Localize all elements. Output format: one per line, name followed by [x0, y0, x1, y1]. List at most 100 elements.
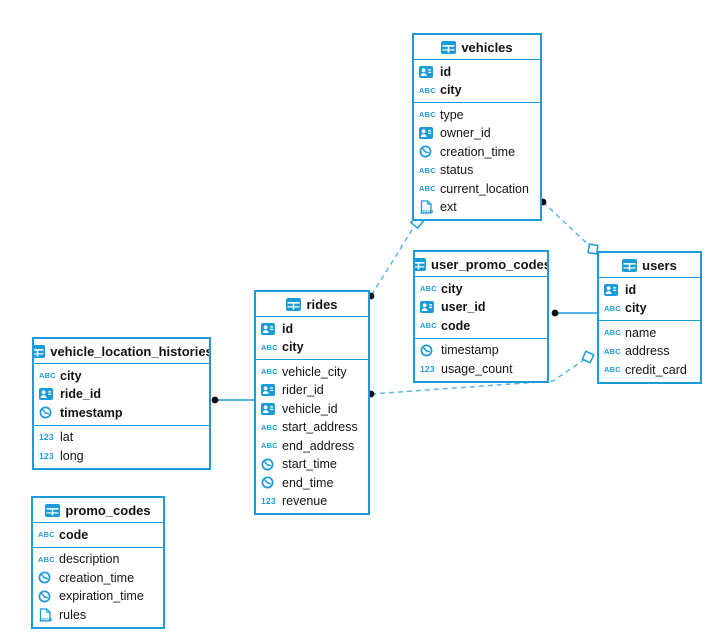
- string-type-icon: ABC: [420, 321, 437, 331]
- column-row-user_id: user_id: [415, 298, 547, 317]
- column-row-rules: JSON rules: [33, 606, 163, 625]
- column-name: rules: [59, 607, 87, 622]
- table-header: rides: [256, 292, 368, 317]
- column-row-start_time: start_time: [256, 455, 368, 474]
- table-icon: [286, 297, 302, 311]
- table-name: rides: [306, 296, 338, 312]
- number-type-icon: 123: [39, 432, 54, 443]
- string-type-icon: ABC: [419, 85, 436, 95]
- string-type-icon: ABC: [38, 530, 55, 540]
- table-header: promo_codes: [33, 498, 163, 523]
- table-name: user_promo_codes: [431, 256, 547, 272]
- clock-icon: [420, 344, 437, 357]
- person-id-icon: [420, 301, 437, 314]
- column-row-id: id: [256, 320, 368, 339]
- column-row-rider_id: rider_id: [256, 381, 368, 400]
- column-row-id: id: [599, 281, 700, 300]
- number-type-icon: 123: [39, 450, 54, 461]
- string-type-icon: ABC: [604, 365, 621, 375]
- column-name: code: [441, 318, 471, 333]
- column-name: start_time: [282, 457, 337, 471]
- column-name: status: [440, 163, 474, 177]
- column-name: id: [440, 64, 452, 79]
- column-name: vehicle_id: [282, 401, 338, 416]
- column-name: current_location: [440, 181, 529, 196]
- table-header: users: [599, 253, 700, 278]
- column-row-ride_id: ride_id: [34, 385, 209, 404]
- column-row-current_location: ABC current_location: [414, 180, 540, 199]
- column-name: city: [625, 301, 647, 315]
- column-row-code: ABC code: [415, 317, 547, 336]
- string-type-icon: ABC: [420, 284, 437, 294]
- table-icon: [34, 344, 46, 358]
- column-name: creation_time: [59, 570, 135, 585]
- table-icon: [441, 40, 457, 54]
- column-row-end_time: end_time: [256, 474, 368, 493]
- column-row-end_address: ABC end_address: [256, 437, 368, 456]
- column-row-vehicle_id: vehicle_id: [256, 400, 368, 419]
- column-name: city: [440, 83, 462, 97]
- column-row-timestamp: timestamp: [34, 404, 209, 423]
- table-name: vehicles: [461, 39, 513, 55]
- column-row-vehicle_city: ABC vehicle_city: [256, 363, 368, 382]
- string-type-icon: ABC: [39, 371, 56, 381]
- person-id-icon: [419, 65, 436, 78]
- string-type-icon: ABC: [419, 110, 436, 120]
- column-row-expiration_time: expiration_time: [33, 587, 163, 606]
- column-name: end_time: [282, 475, 334, 490]
- table-header: user_promo_codes: [415, 252, 547, 277]
- string-type-icon: ABC: [419, 165, 436, 175]
- clock-icon: [419, 145, 436, 158]
- string-type-icon: ABC: [261, 422, 278, 432]
- column-name: description: [59, 552, 120, 566]
- column-name: ride_id: [60, 387, 101, 401]
- column-row-timestamp: timestamp: [415, 341, 547, 360]
- column-name: vehicle_city: [282, 364, 347, 379]
- column-name: long: [60, 448, 84, 463]
- svg-text:JSON: JSON: [420, 209, 433, 214]
- column-name: type: [440, 107, 464, 122]
- svg-text:JSON: JSON: [39, 617, 52, 622]
- column-name: end_address: [282, 438, 355, 453]
- column-name: rider_id: [282, 383, 324, 397]
- column-row-type: ABC type: [414, 106, 540, 125]
- person-id-icon: [261, 322, 278, 335]
- string-type-icon: ABC: [261, 367, 278, 377]
- column-name: expiration_time: [59, 589, 144, 603]
- clock-icon: [39, 406, 56, 419]
- column-row-status: ABC status: [414, 161, 540, 180]
- column-name: revenue: [282, 494, 328, 508]
- string-type-icon: ABC: [261, 441, 278, 451]
- string-type-icon: ABC: [419, 184, 436, 194]
- table-name: vehicle_location_histories: [50, 343, 209, 359]
- string-type-icon: ABC: [604, 346, 621, 356]
- table-name: promo_codes: [65, 502, 151, 518]
- string-type-icon: ABC: [261, 342, 278, 352]
